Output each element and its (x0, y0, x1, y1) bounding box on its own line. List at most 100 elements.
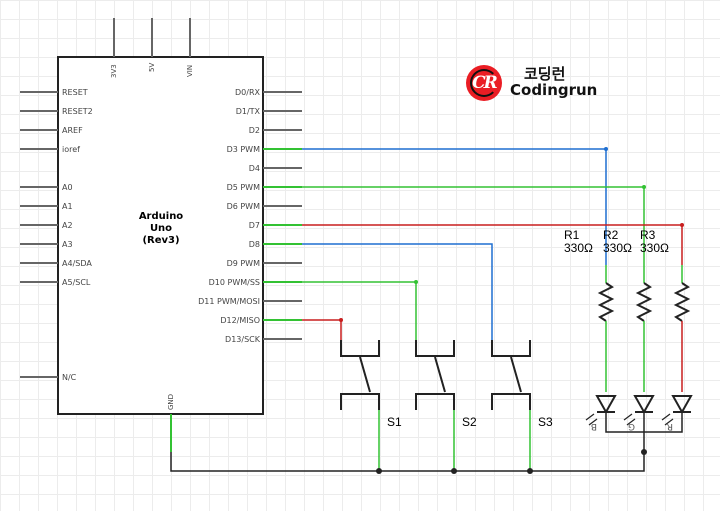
junction-d12 (339, 318, 343, 322)
resistor-r2-label: R2 (603, 228, 619, 242)
resistor-r3-value: 330Ω (640, 241, 669, 255)
led-blue-arrow-2 (588, 418, 598, 426)
pin-reset-label: RESET (62, 88, 88, 97)
led-red-arrow-1 (661, 413, 671, 421)
resistor-r1-value: 330Ω (564, 241, 593, 255)
switch-s2-bottom-contact (415, 393, 455, 410)
led-red-triangle (671, 395, 693, 415)
switch-s1-actuator (359, 356, 371, 393)
led-green-arrow-2 (626, 418, 636, 426)
junction-d7 (680, 223, 684, 227)
right-pins: D0/RX D1/TX D2 D3 PWM D4 D5 PWM D6 PWM D… (198, 88, 302, 344)
pin-d2-label: D2 (249, 126, 260, 135)
pin-d4-label: D4 (249, 164, 260, 173)
pin-3v3-label: 3V3 (110, 64, 118, 78)
logo-mark: CR (466, 65, 502, 101)
codingrun-logo: CR 코딩런 Codingrun (466, 64, 597, 102)
pin-d12-label: D12/MISO (220, 316, 260, 325)
top-pins: 3V3 5V VIN (110, 18, 194, 78)
resistor-r2-value: 330Ω (603, 241, 632, 255)
ground-junction-s1 (376, 468, 382, 474)
ground-junction-led (641, 449, 647, 455)
pin-d9-label: D9 PWM (227, 259, 261, 268)
pin-gnd-label: GND (167, 394, 175, 410)
board-title-line-1: Arduino (139, 211, 183, 222)
wire-d8-to-s3 (302, 243, 493, 340)
led-green: G (623, 395, 655, 431)
switch-s3: S3 (491, 340, 553, 471)
pin-a4-label: A4/SDA (62, 259, 92, 268)
pin-aref-label: AREF (62, 126, 83, 135)
led-blue-letter: B (591, 421, 597, 431)
switch-s1-bottom-contact (340, 393, 380, 410)
ground-junction-s3 (527, 468, 533, 474)
led-red-letter: R (667, 421, 673, 431)
pin-d6-label: D6 PWM (227, 202, 261, 211)
pin-d5-label: D5 PWM (227, 183, 261, 192)
logo-mark-text: CR (472, 73, 498, 93)
resistor-r2-zigzag (635, 282, 653, 322)
led-blue-arrow-1 (585, 413, 595, 421)
led-green-arrow-1 (623, 413, 633, 421)
switch-s1-label: S1 (387, 415, 402, 429)
switch-s1-top-contact (340, 340, 380, 357)
switch-s3-label: S3 (538, 415, 553, 429)
resistor-r1 (597, 265, 615, 392)
resistor-r3-label: R3 (640, 228, 656, 242)
resistor-r3-zigzag (673, 282, 691, 322)
pin-a1-label: A1 (62, 202, 73, 211)
logo-english-text: Codingrun (510, 81, 598, 99)
pin-5v-label: 5V (148, 63, 156, 72)
left-pins: RESET RESET2 AREF ioref A0 A1 A2 A3 A4/S… (20, 88, 93, 382)
led-red: R (661, 395, 693, 431)
board-title-line-2: Uno (150, 223, 172, 234)
switch-s3-actuator (510, 356, 522, 393)
pin-a2-label: A2 (62, 221, 73, 230)
switch-s3-top-contact (491, 340, 531, 357)
switch-s2: S2 (415, 340, 477, 471)
junction-d10 (414, 280, 418, 284)
switch-s3-bottom-contact (491, 393, 531, 410)
resistor-r2 (635, 265, 653, 392)
pin-d11-label: D11 PWM/MOSI (198, 297, 260, 306)
switch-s2-label: S2 (462, 415, 477, 429)
pin-nc-label: N/C (62, 373, 77, 382)
pin-a5-label: A5/SCL (62, 278, 91, 287)
switch-s2-top-contact (415, 340, 455, 357)
pin-d8-label: D8 (249, 240, 260, 249)
pin-d7-label: D7 (249, 221, 260, 230)
pin-a3-label: A3 (62, 240, 73, 249)
resistor-r1-label: R1 (564, 228, 580, 242)
junction-d3 (604, 147, 608, 151)
ground-bus (170, 452, 645, 472)
pin-d10-label: D10 PWM/SS (209, 278, 260, 287)
switch-s1: S1 (340, 340, 402, 471)
led-green-letter: G (628, 421, 635, 431)
led-blue-triangle (595, 395, 617, 415)
resistor-r1-zigzag (597, 282, 615, 322)
led-blue: B (585, 395, 617, 431)
wire-d3-to-r1 (302, 148, 607, 265)
pin-d0-label: D0/RX (235, 88, 261, 97)
ground-junction-s2 (451, 468, 457, 474)
junction-d5 (642, 185, 646, 189)
resistor-r3 (673, 265, 691, 392)
pin-ioref-label: ioref (62, 145, 80, 154)
pin-d13-label: D13/SCK (225, 335, 261, 344)
led-red-arrow-2 (664, 418, 674, 426)
pin-vin-label: VIN (186, 65, 194, 77)
logo-text: 코딩런 Codingrun (510, 65, 598, 99)
pin-d1-label: D1/TX (236, 107, 261, 116)
led-green-triangle (633, 395, 655, 415)
logo-korean-text: 코딩런 (524, 65, 566, 84)
pin-reset2-label: RESET2 (62, 107, 93, 116)
wire-d10-to-s2 (302, 281, 417, 340)
arduino-board (57, 56, 264, 415)
pin-d3-label: D3 PWM (227, 145, 261, 154)
wire-d12-to-s1 (302, 319, 342, 340)
board-title-line-3: (Rev3) (142, 235, 179, 246)
switch-s2-actuator (434, 356, 446, 393)
pin-a0-label: A0 (62, 183, 73, 192)
